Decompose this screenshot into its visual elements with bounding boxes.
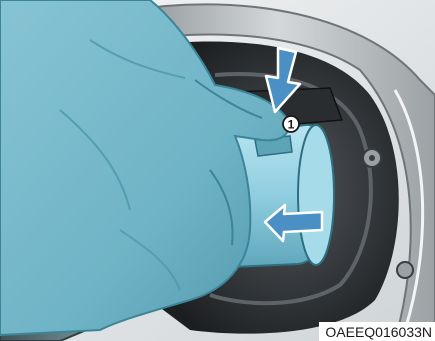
callout-number: 1 xyxy=(288,118,295,132)
bolt-center xyxy=(369,155,375,161)
callout-number-icon: 1 xyxy=(283,116,299,132)
figure-code: OAEEQ016033N xyxy=(319,322,435,341)
connector-face xyxy=(298,125,334,265)
bolt xyxy=(397,262,413,278)
